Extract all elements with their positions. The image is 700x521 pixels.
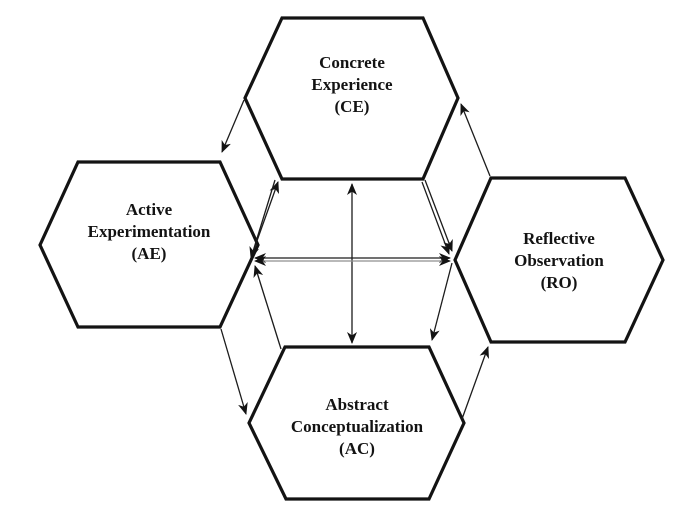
ce-label-abbr: (CE)	[335, 97, 370, 116]
ro-label-line1: Reflective	[523, 229, 595, 248]
arrow-ce-to-ro-inner	[421, 181, 450, 255]
ac-label-line2: Conceptualization	[291, 417, 424, 436]
hexagon-active-experimentation	[38, 160, 260, 329]
ac-label-line1: Abstract	[325, 395, 389, 414]
arrow-ce-to-ae-outer	[221, 99, 245, 153]
arrow-ro-to-ce-outer	[460, 103, 491, 177]
ae-label-line2: Experimentation	[88, 222, 211, 241]
arrow-ro-to-ac-inner	[429, 262, 453, 341]
ae-label-line1: Active	[126, 200, 173, 219]
ce-label-line1: Concrete	[319, 53, 385, 72]
arrow-ae-to-ac-outer	[220, 328, 248, 415]
label-active-experimentation: Active Experimentation (AE)	[88, 200, 211, 263]
label-abstract-conceptualization: Abstract Conceptualization (AC)	[291, 395, 424, 458]
arrow-ac-to-ro-outer	[461, 346, 489, 420]
ro-label-abbr: (RO)	[541, 273, 578, 292]
ce-label-line2: Experience	[311, 75, 393, 94]
ac-label-abbr: (AC)	[339, 439, 375, 458]
arrow-ac-to-ae-inner	[253, 265, 282, 350]
arrow-ce-to-ae-inner	[249, 179, 276, 259]
label-concrete-experience: Concrete Experience (CE)	[311, 53, 393, 116]
hexagon-concrete-experience	[243, 16, 460, 181]
label-reflective-observation: Reflective Observation (RO)	[514, 229, 604, 292]
arrow-ce-to-ro-inner-2	[424, 179, 453, 252]
ro-label-line2: Observation	[514, 251, 604, 270]
arrow-ae-to-ce-inner	[252, 181, 280, 253]
ae-label-abbr: (AE)	[132, 244, 167, 263]
hexagon-reflective-observation	[453, 176, 665, 344]
hexagon-abstract-conceptualization	[247, 345, 466, 501]
